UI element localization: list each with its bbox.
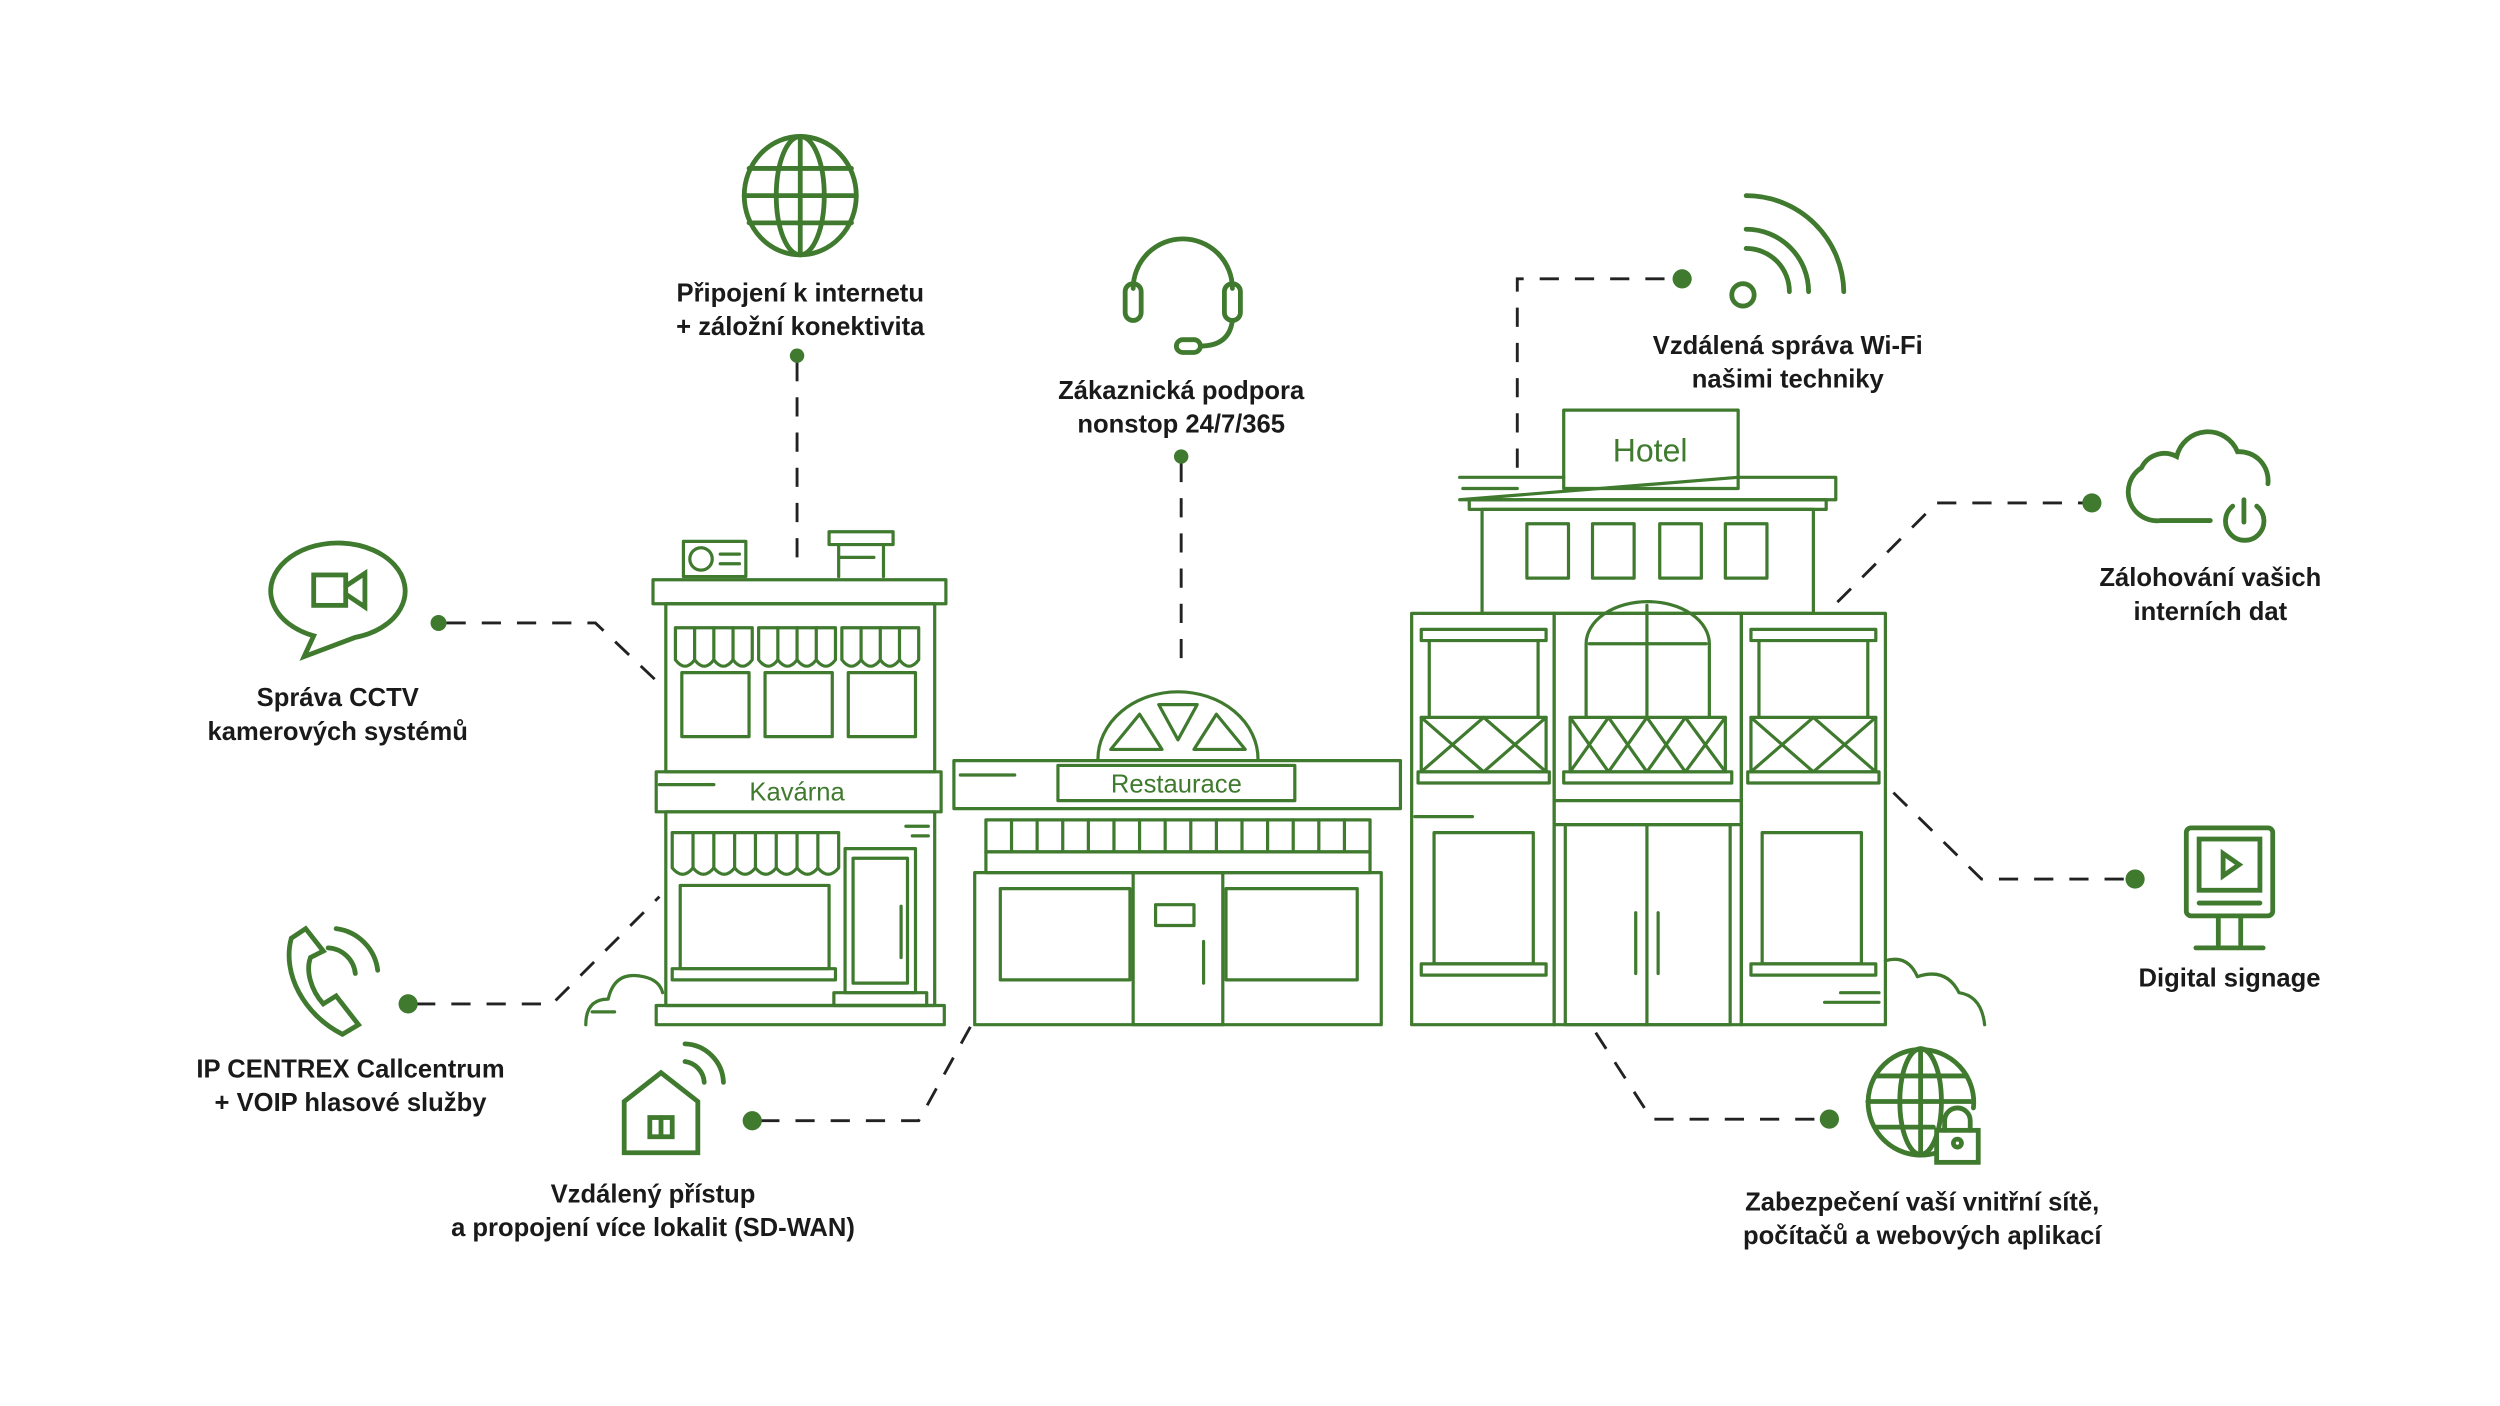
connector-dot-internet [789, 348, 805, 363]
connector-dot-backup [2082, 493, 2102, 513]
label-backup-line2: interních dat [2134, 598, 2288, 626]
label-internet-line1: Připojení k internetu [677, 279, 924, 307]
connector-dot-security [1819, 1109, 1839, 1129]
cloud-power-icon [2125, 429, 2271, 543]
headset-icon [1122, 236, 1243, 355]
restaurant-sign: Restaurace [1111, 771, 1242, 799]
camera-bubble-icon [268, 540, 408, 661]
connector-backup [1836, 501, 2084, 604]
label-backup-line1: Zálohování vašich [2099, 564, 2321, 592]
connector-sdwan [760, 1024, 973, 1123]
connector-cctv [446, 621, 658, 682]
service-labels: Připojení k internetu + záložní konektiv… [196, 279, 2321, 1250]
label-security-line1: Zabezpečení vaší vnitřní sítě, [1745, 1188, 2099, 1216]
cafe-building: Kavárna [584, 530, 948, 1027]
connector-dot-signage [2125, 869, 2145, 889]
globe-icon [741, 134, 859, 258]
connector-security [1594, 1031, 1822, 1121]
globe-lock-icon [1865, 1046, 1981, 1165]
monitor-play-icon [2183, 825, 2276, 951]
connector-dot-support [1173, 449, 1189, 464]
label-sdwan-line1: Vzdálený přístup [551, 1180, 756, 1208]
connector-wifi [1515, 277, 1675, 468]
cafe-sign: Kavárna [749, 779, 845, 807]
connectors [398, 269, 2145, 1131]
label-security-line2: počítačů a webových aplikací [1743, 1222, 2102, 1250]
connector-dot-sdwan [742, 1111, 762, 1131]
hotel-sign: Hotel [1613, 432, 1688, 468]
label-cctv-line1: Správa CCTV [257, 684, 419, 712]
label-voip-line1: IP CENTREX Callcentrum [196, 1056, 504, 1084]
label-cctv-line2: kamerových systémů [208, 718, 468, 746]
connector-voip [416, 895, 661, 1006]
label-internet-line2: + záložní konektivita [676, 313, 925, 341]
connector-dot-wifi [1672, 269, 1692, 289]
hotel-building: Hotel [1410, 408, 1987, 1027]
wifi-icon [1729, 193, 1847, 309]
label-signage: Digital signage [2138, 964, 2320, 992]
label-support-line2: nonstop 24/7/365 [1077, 411, 1285, 439]
label-support-line1: Zákaznická podpora [1058, 377, 1305, 405]
phone-icon [286, 925, 381, 1038]
connector-signage [1892, 791, 2129, 881]
house-wifi-icon [621, 1041, 726, 1156]
restaurant-building: Restaurace [952, 690, 1403, 1027]
label-voip-line2: + VOIP hlasové služby [215, 1089, 488, 1117]
label-wifi-line1: Vzdálená správa Wi-Fi [1653, 332, 1923, 360]
label-sdwan-line2: a propojení více lokalit (SD-WAN) [451, 1214, 855, 1242]
label-wifi-line2: našimi techniky [1692, 366, 1885, 394]
connector-dot-voip [398, 994, 418, 1014]
connector-dot-cctv [430, 614, 447, 631]
